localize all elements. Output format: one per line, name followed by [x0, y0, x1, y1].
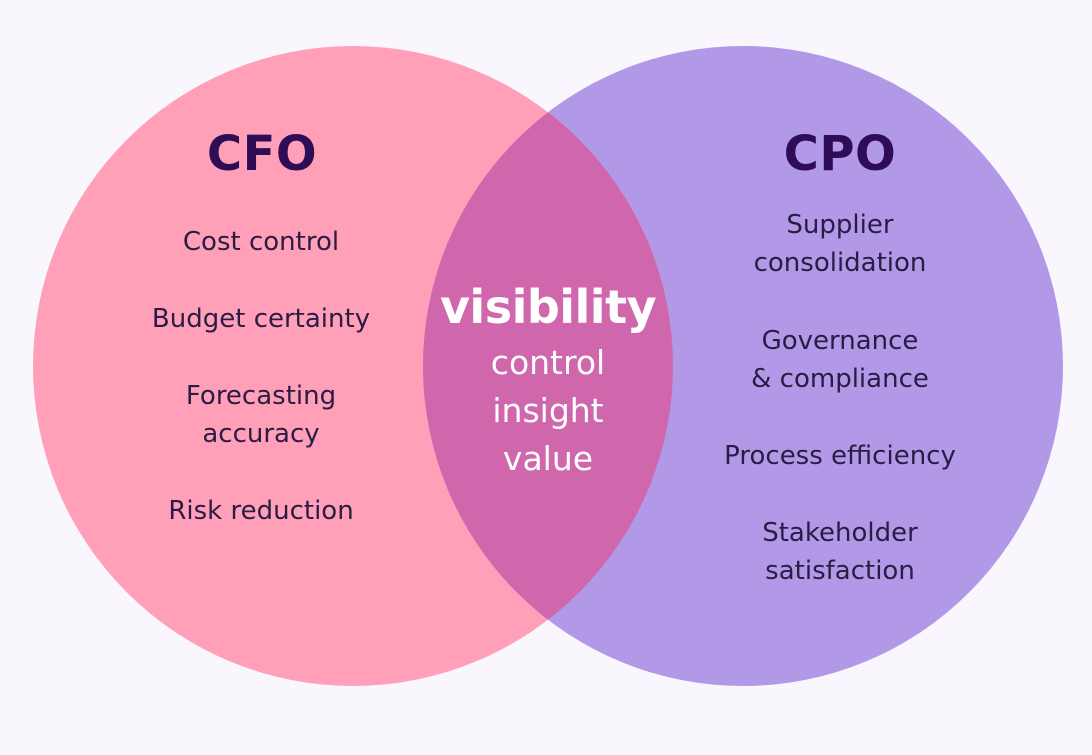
overlap-title: visibility — [439, 280, 657, 334]
cpo-item-governance-compliance: Governance & compliance — [751, 322, 929, 398]
item-line: & compliance — [751, 364, 929, 394]
item-line: Supplier — [786, 210, 894, 240]
item-line: accuracy — [202, 419, 320, 449]
item-line: Process efficiency — [724, 441, 956, 471]
overlap-region — [423, 46, 673, 686]
item-line: Forecasting — [185, 381, 337, 411]
item-line: Risk reduction — [168, 496, 354, 526]
item-line: Budget certainty — [151, 304, 371, 334]
cpo-item-stakeholder-satisfaction: Stakeholder satisfaction — [762, 514, 918, 590]
item-line: Cost control — [182, 227, 340, 257]
cpo-title: CPO — [783, 126, 897, 182]
item-line: consolidation — [753, 248, 927, 278]
item-line: Stakeholder — [762, 518, 918, 548]
cfo-item-budget-certainty: Budget certainty — [152, 300, 370, 338]
cfo-item-risk-reduction: Risk reduction — [168, 492, 353, 530]
cfo-item-forecasting-accuracy: Forecasting accuracy — [186, 377, 336, 453]
cfo-item-cost-control: Cost control — [183, 223, 339, 261]
item-line: satisfaction — [765, 556, 915, 586]
cfo-title: CFO — [206, 126, 318, 182]
item-line: Governance — [761, 326, 919, 356]
overlap-item-insight: insight — [492, 391, 604, 430]
overlap-item-value: value — [502, 439, 594, 478]
cpo-item-process-efficiency: Process efficiency — [724, 437, 956, 475]
overlap-item-control: control — [490, 343, 606, 382]
cpo-item-supplier-consolidation: Supplier consolidation — [754, 206, 927, 282]
